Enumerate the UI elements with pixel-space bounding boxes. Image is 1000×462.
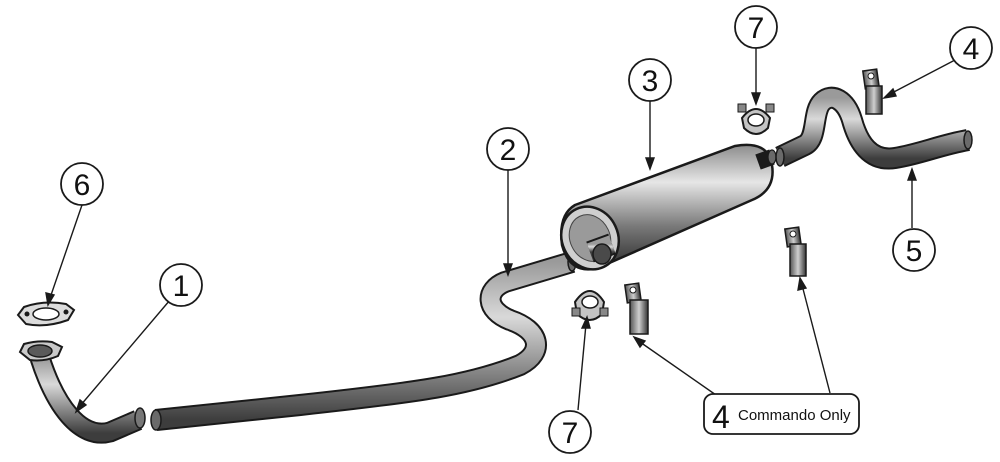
callout-5: 5: [892, 228, 936, 272]
svg-text:5: 5: [906, 235, 923, 268]
callout-7-bottom: 7: [548, 410, 592, 454]
callout-1: 1: [159, 263, 203, 307]
svg-text:3: 3: [642, 65, 659, 98]
callout-3: 3: [628, 58, 672, 102]
intermediate-pipe-part-2: [150, 251, 577, 431]
svg-text:6: 6: [74, 169, 91, 202]
muffler-inlet: [592, 243, 612, 265]
muffler-part-3: [559, 143, 777, 271]
callout-4-top: 4: [949, 26, 993, 70]
svg-text:7: 7: [562, 417, 579, 450]
callout-6: 6: [60, 162, 104, 206]
clamp-part-7-top: [737, 103, 775, 135]
svg-text:4: 4: [963, 33, 980, 66]
tail-pipe-part-5: [775, 86, 973, 170]
svg-text:7: 7: [748, 12, 765, 45]
note-number: 4: [712, 399, 730, 435]
svg-text:1: 1: [173, 270, 190, 303]
clamp-part-7-bottom: [571, 290, 609, 321]
callout-2: 2: [486, 127, 530, 171]
callout-7-top: 7: [734, 5, 778, 49]
front-pipe-part-1: [18, 340, 146, 444]
hanger-part-4-top: [861, 68, 883, 115]
front-pipe-end-opening: [134, 407, 146, 429]
tail-pipe-outlet: [963, 130, 973, 150]
svg-text:2: 2: [500, 134, 517, 167]
note-text: Commando Only: [738, 407, 851, 424]
hanger-part-4-right: [783, 226, 807, 277]
leader-lines: [45, 44, 956, 414]
hanger-part-4-left: [623, 282, 649, 335]
commando-only-note: 4 Commando Only: [703, 393, 860, 435]
gasket-part-6: [16, 301, 76, 327]
